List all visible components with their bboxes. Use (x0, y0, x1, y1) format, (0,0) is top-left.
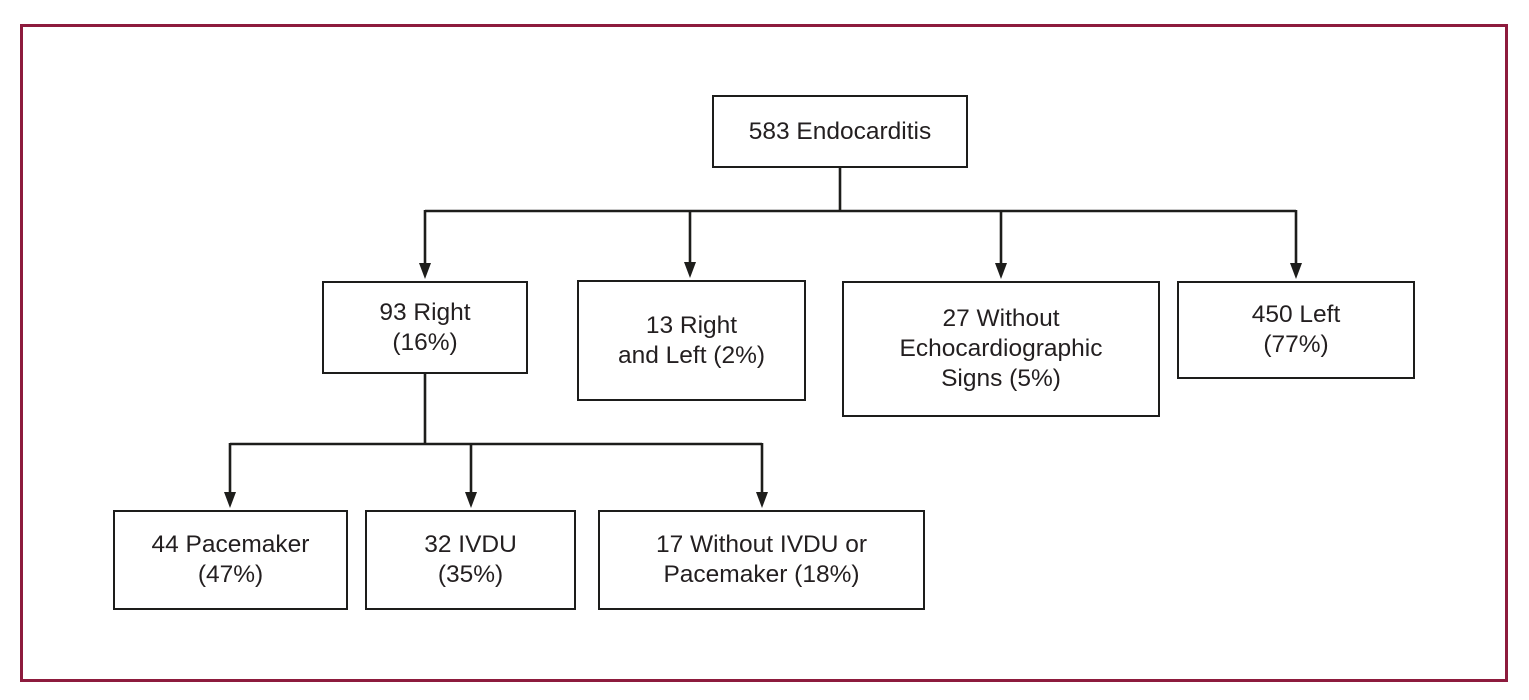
node-line: 17 Without IVDU or (655, 531, 868, 559)
node-line: Signs (5%) (941, 364, 1061, 392)
node-line: 27 Without (942, 305, 1060, 333)
node-line: 13 Right (645, 311, 738, 339)
node-line: 93 Right (379, 298, 471, 326)
node-line: (77%) (1263, 331, 1329, 358)
node-line: Echocardiographic (899, 335, 1103, 363)
node-line: (47%) (197, 561, 264, 588)
node-93-right: 93 Right (16%) (322, 281, 528, 374)
node-44-pacemaker: 44 Pacemaker (47%) (113, 510, 348, 610)
node-line: Pacemaker (18%) (663, 561, 860, 588)
figure-frame-border (20, 24, 1508, 682)
node-line: 583 Endocarditis (748, 117, 932, 145)
node-line: 450 Left (1251, 301, 1341, 329)
node-583-endocarditis: 583 Endocarditis (712, 95, 968, 168)
node-line: and Left (2%) (617, 341, 766, 369)
node-line: 44 Pacemaker (151, 531, 310, 559)
node-17-without-ivdu-or-pacemaker: 17 Without IVDU or Pacemaker (18%) (598, 510, 925, 610)
node-450-left: 450 Left (77%) (1177, 281, 1415, 379)
node-line: (35%) (437, 561, 504, 588)
node-27-without-echocardiographic-signs: 27 Without Echocardiographic Signs (5%) (842, 281, 1160, 417)
node-line: 32 IVDU (424, 531, 517, 559)
node-32-ivdu: 32 IVDU (35%) (365, 510, 576, 610)
node-line: (16%) (392, 328, 458, 356)
node-13-right-and-left: 13 Right and Left (2%) (577, 280, 806, 401)
